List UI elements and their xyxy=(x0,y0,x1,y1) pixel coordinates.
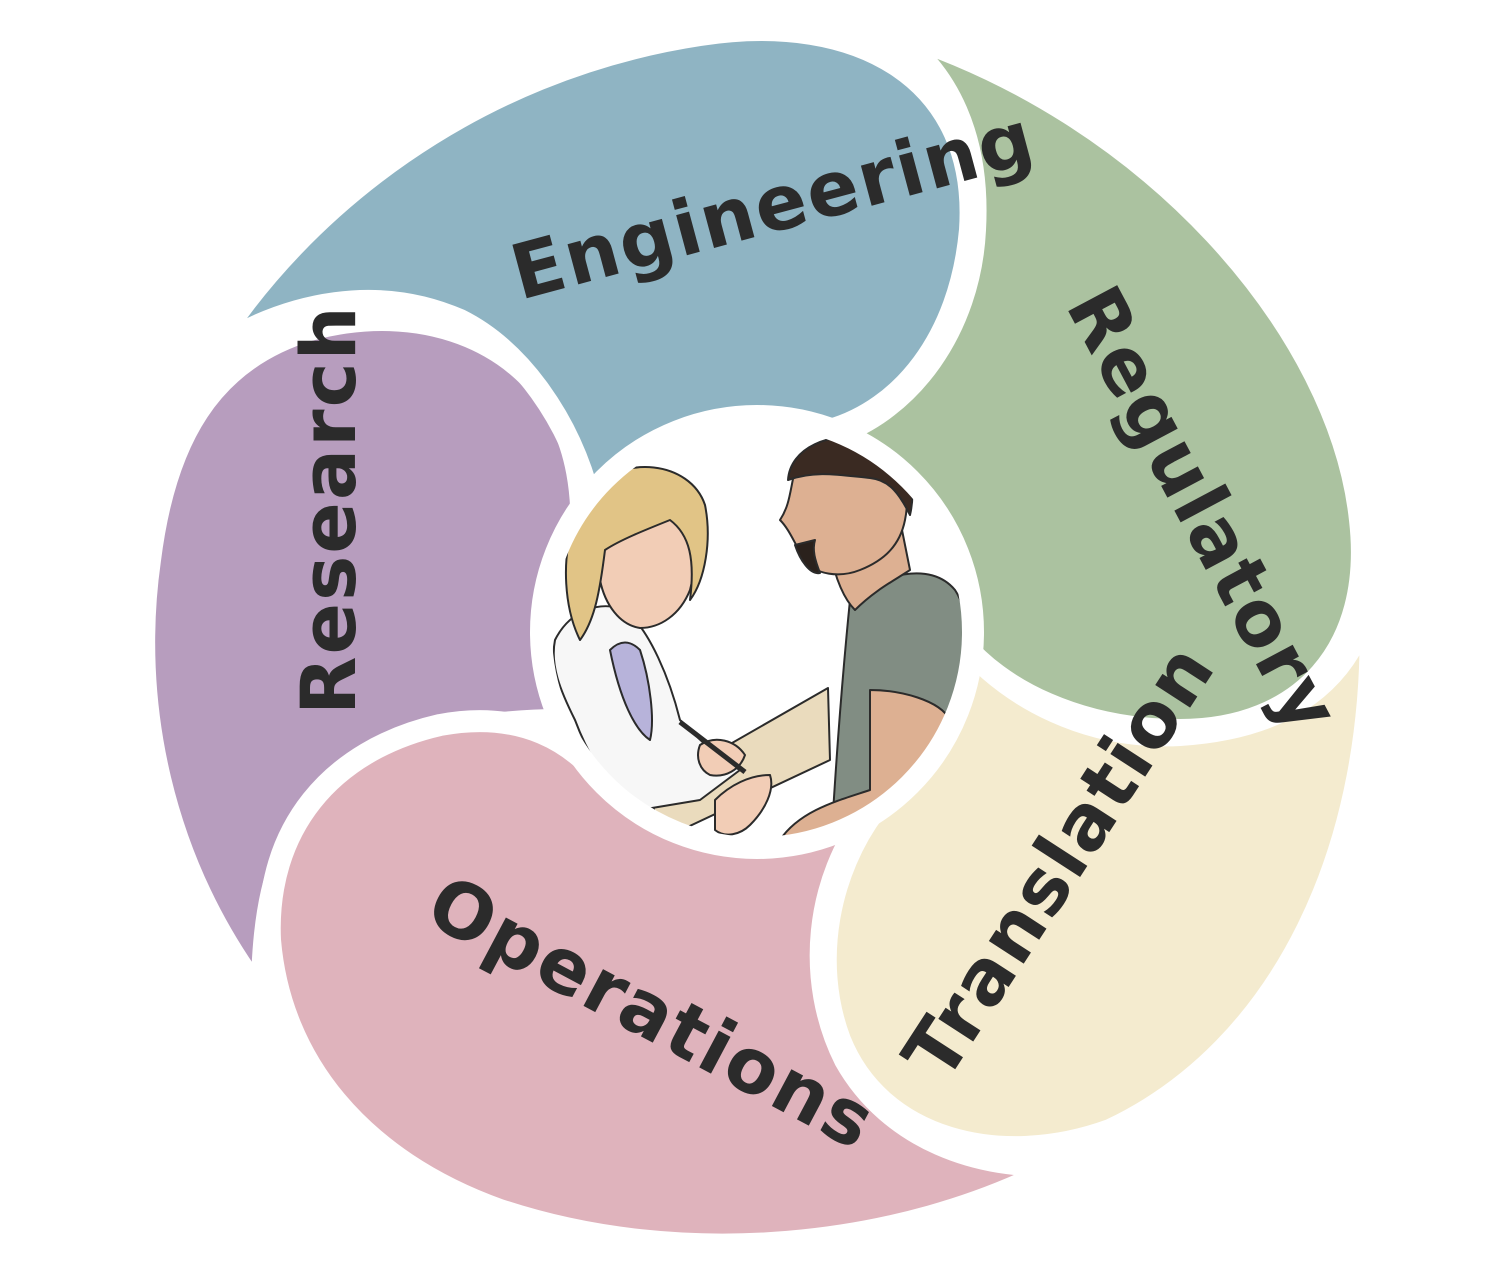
doctor-shirt xyxy=(609,641,653,741)
patient-hand xyxy=(714,774,773,836)
doctor-hand xyxy=(697,738,746,777)
pen xyxy=(678,720,747,774)
label-research: Research xyxy=(284,304,373,715)
segment-operations xyxy=(258,710,1071,1256)
patient-beard xyxy=(794,539,821,575)
doctor-hair xyxy=(564,466,709,641)
